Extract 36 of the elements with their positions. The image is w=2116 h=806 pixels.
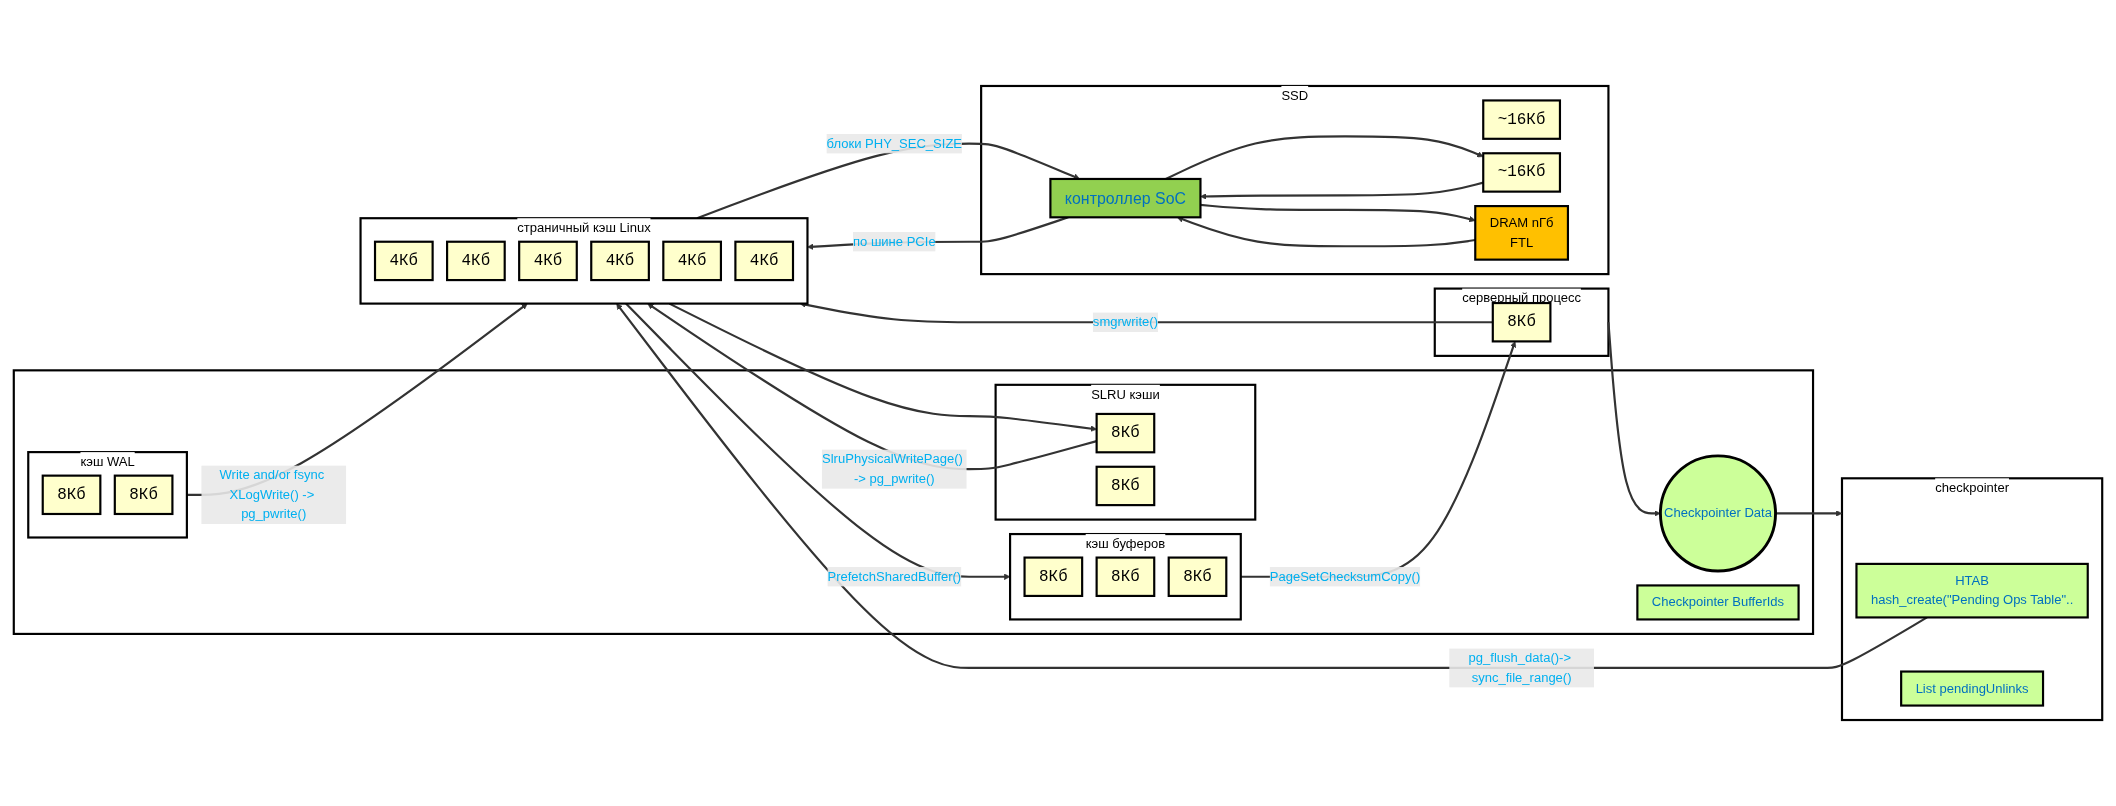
edge-label: по шине PCIe [852,234,936,249]
node-box: 4Кб [446,240,506,282]
node-box: DRAM nГб FTL [1474,205,1570,261]
node-box: 4Кб [518,240,578,282]
arrow [1200,203,1476,223]
node-box: 4Кб [590,240,650,282]
arrow [1200,181,1484,200]
edge-label: pg_flush_data()-> sync_file_range() [1468,650,1572,685]
edge-label: PageSetChecksumCopy() [1269,569,1421,584]
node-box: 8Кб [41,474,102,516]
edge-label: smgrwrite() [1092,314,1158,330]
edge-label: PrefetchSharedBuffer() [827,569,962,584]
node-box: 8Кб [1023,556,1084,597]
node-box: 4Кб [734,240,795,282]
arrow [1607,322,1661,517]
node-box: ~16Кб [1482,152,1562,193]
arrow [799,301,1493,324]
node-box: HTAB hash_create("Pending Ops Table".. [1855,562,2089,619]
node-circle: Checkpointer Data [1658,454,1777,573]
edge-label: SlruPhysicalWritePage() -> pg_pwrite() [822,451,963,486]
node-box: 4Кб [662,240,722,282]
node-box: 8Кб [1491,301,1552,343]
cluster [12,369,1815,635]
node-box: 8Кб [1095,556,1156,597]
node-box: 8Кб [1167,556,1228,597]
node-box: Checkpointer BufferIds [1636,584,1800,621]
node-box: 4Кб [373,240,434,282]
node-box: ~16Кб [1482,99,1562,140]
arrow [1775,510,1843,517]
node-box: 8Кб [1095,465,1156,507]
node-box: List pendingUnlinks [1900,670,2045,707]
node-box: 8Кб [1095,412,1156,454]
node-box: 8Кб [113,474,174,516]
edge-label: блоки PHY_SEC_SIZE [826,136,963,151]
node-box: контроллер SoC [1049,177,1202,219]
edge-label: Write and/or fsync XLogWrite() -> pg_pwrite() [219,467,325,522]
